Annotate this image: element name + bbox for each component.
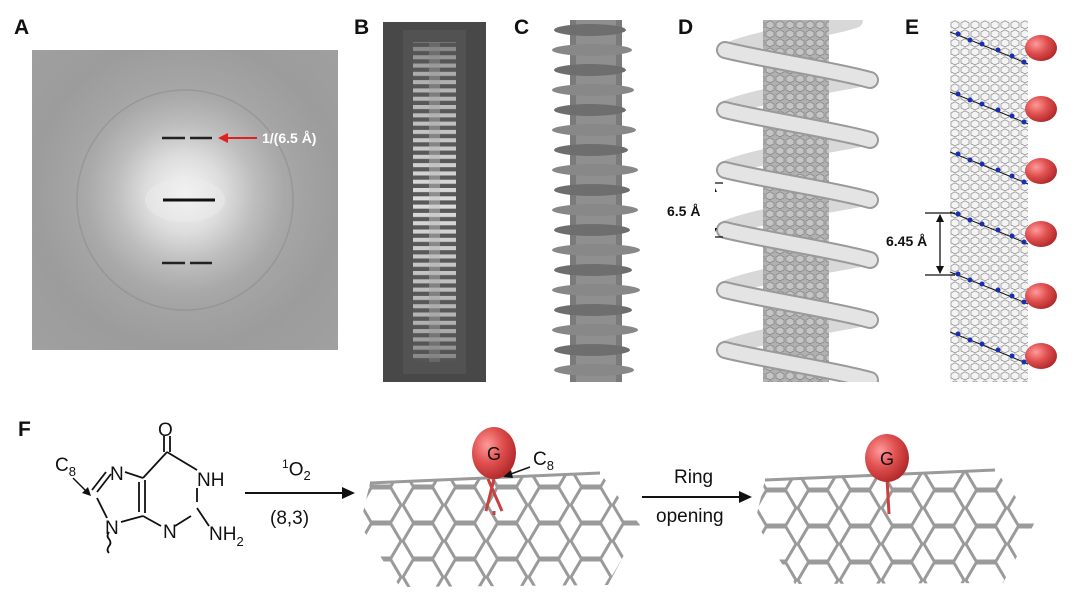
panel-e-letter: E (905, 16, 919, 40)
atom-o: O (158, 420, 173, 441)
atom-n-7: N (110, 464, 124, 485)
ring-label: Ring (674, 467, 713, 489)
chirality-label: (8,3) (270, 508, 309, 530)
c8-label-adduct: C8 (533, 449, 554, 473)
guanine-structure: O NH N N N NH2 (55, 420, 255, 570)
c8-label-guanine: C8 (55, 455, 76, 479)
panel-a-letter: A (14, 16, 29, 40)
diffraction-pattern: 1/(6.5 Å) (32, 50, 338, 350)
atom-n-9: N (105, 518, 119, 539)
atom-nh: NH (197, 470, 224, 491)
guanine-blobs (1025, 35, 1057, 369)
pitch-marker-e (925, 205, 965, 285)
density-map-surface (540, 20, 650, 382)
reaction-arrow-2 (640, 487, 755, 507)
class-average-stripes (383, 22, 486, 382)
helix-model-d (715, 20, 880, 382)
helix-model-e (950, 20, 1075, 382)
layer-line-label: 1/(6.5 Å) (262, 130, 316, 146)
nanotube-wireframe (950, 20, 1028, 382)
g-label-2: G (880, 449, 894, 469)
panel-f-letter: F (18, 418, 31, 442)
opening-label: opening (656, 506, 724, 528)
singlet-oxygen-label: 1O2 (282, 457, 311, 483)
red-arrow-head (218, 133, 228, 143)
atom-nh2: NH2 (209, 524, 244, 549)
pitch-label-d: 6.5 Å (667, 203, 700, 219)
diffraction-layer-lines (32, 50, 338, 350)
nanotube-surface-ring-opened: G (755, 418, 1040, 588)
panel-d-letter: D (678, 16, 693, 40)
panel-b-letter: B (354, 16, 369, 40)
class-average-image (383, 22, 486, 382)
pitch-label-e: 6.45 Å (886, 233, 927, 249)
panel-c-letter: C (514, 16, 529, 40)
nanotube-surface-adduct: G (360, 415, 645, 595)
reaction-arrow-1 (243, 483, 358, 503)
g-label-1: G (487, 444, 501, 464)
atom-n-3: N (163, 522, 177, 543)
